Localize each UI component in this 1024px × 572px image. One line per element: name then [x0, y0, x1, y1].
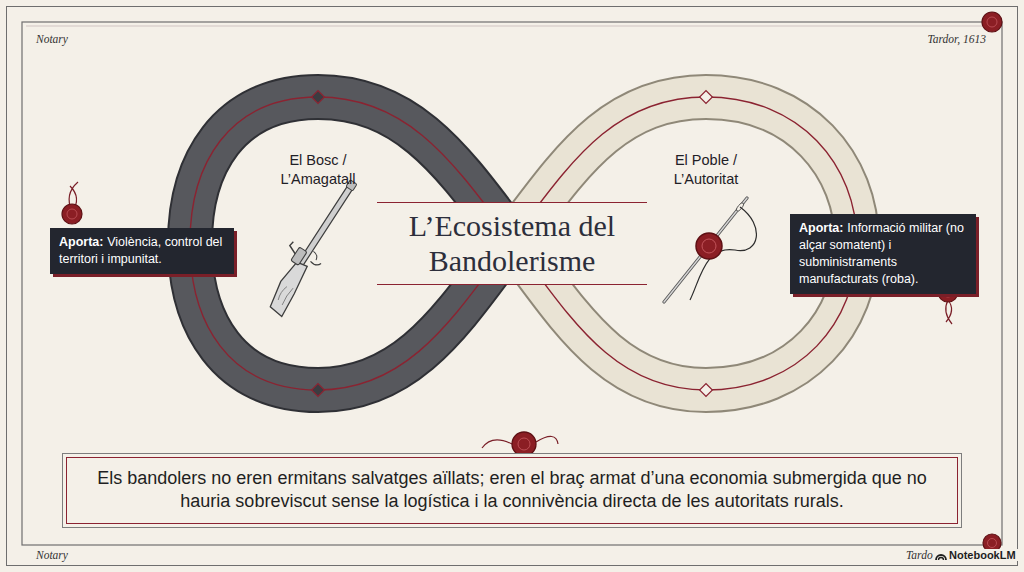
- corner-note: Notary: [36, 549, 68, 561]
- frame-rule: [26, 26, 998, 27]
- region-label: El Poble / L’Autoritat: [654, 151, 758, 189]
- wax-seal: [62, 182, 82, 224]
- corner-note: Tardo: [906, 549, 933, 561]
- watermark-icon: [936, 555, 946, 560]
- watermark: NotebookLM: [947, 549, 1018, 561]
- wax-seal: [482, 432, 558, 456]
- callout-box: Aporta:Violència, control del territori …: [50, 228, 234, 274]
- callout-heading: Aporta:: [799, 221, 843, 235]
- diagram-title: L’Ecosistema del Bandolerisme: [377, 202, 647, 285]
- region-label: El Bosc / L’Amagatall: [266, 151, 370, 189]
- caption-text: Els bandolers no eren ermitans salvatges…: [66, 457, 958, 524]
- musket-icon: [255, 172, 368, 319]
- corner-note: Tardor, 1613: [927, 33, 986, 45]
- inner-frame: [22, 22, 1002, 545]
- corner-note: Notary: [36, 33, 68, 45]
- needle-icon: [664, 198, 756, 302]
- callout-box: Aporta:Informació militar (no alçar soma…: [790, 214, 976, 294]
- callout-heading: Aporta:: [59, 235, 103, 249]
- wax-seal: [982, 12, 1002, 32]
- outer-frame: [7, 7, 1018, 566]
